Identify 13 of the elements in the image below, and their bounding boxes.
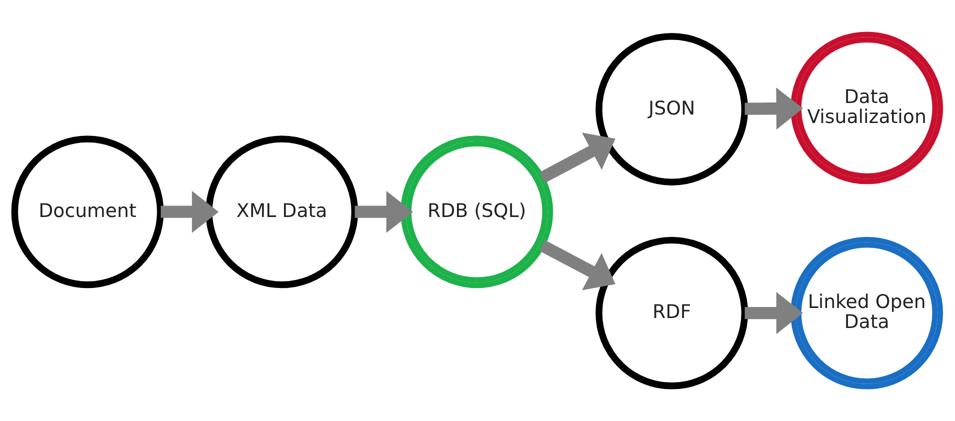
arrow bbox=[744, 88, 803, 130]
node-circle: Linked Open Data bbox=[790, 236, 944, 390]
arrow bbox=[160, 190, 219, 233]
arrow bbox=[539, 240, 616, 290]
node-circle: JSON bbox=[596, 33, 748, 186]
node-circle: Document bbox=[11, 136, 164, 288]
arrow bbox=[744, 292, 803, 334]
arrow bbox=[539, 132, 616, 184]
arrow bbox=[354, 190, 413, 233]
node-circle: XML Data bbox=[206, 136, 358, 288]
node-circle: RDB (SQL) bbox=[400, 136, 554, 288]
node-circle: RDF bbox=[596, 236, 748, 390]
node-circle: Data Visualization bbox=[790, 32, 944, 184]
